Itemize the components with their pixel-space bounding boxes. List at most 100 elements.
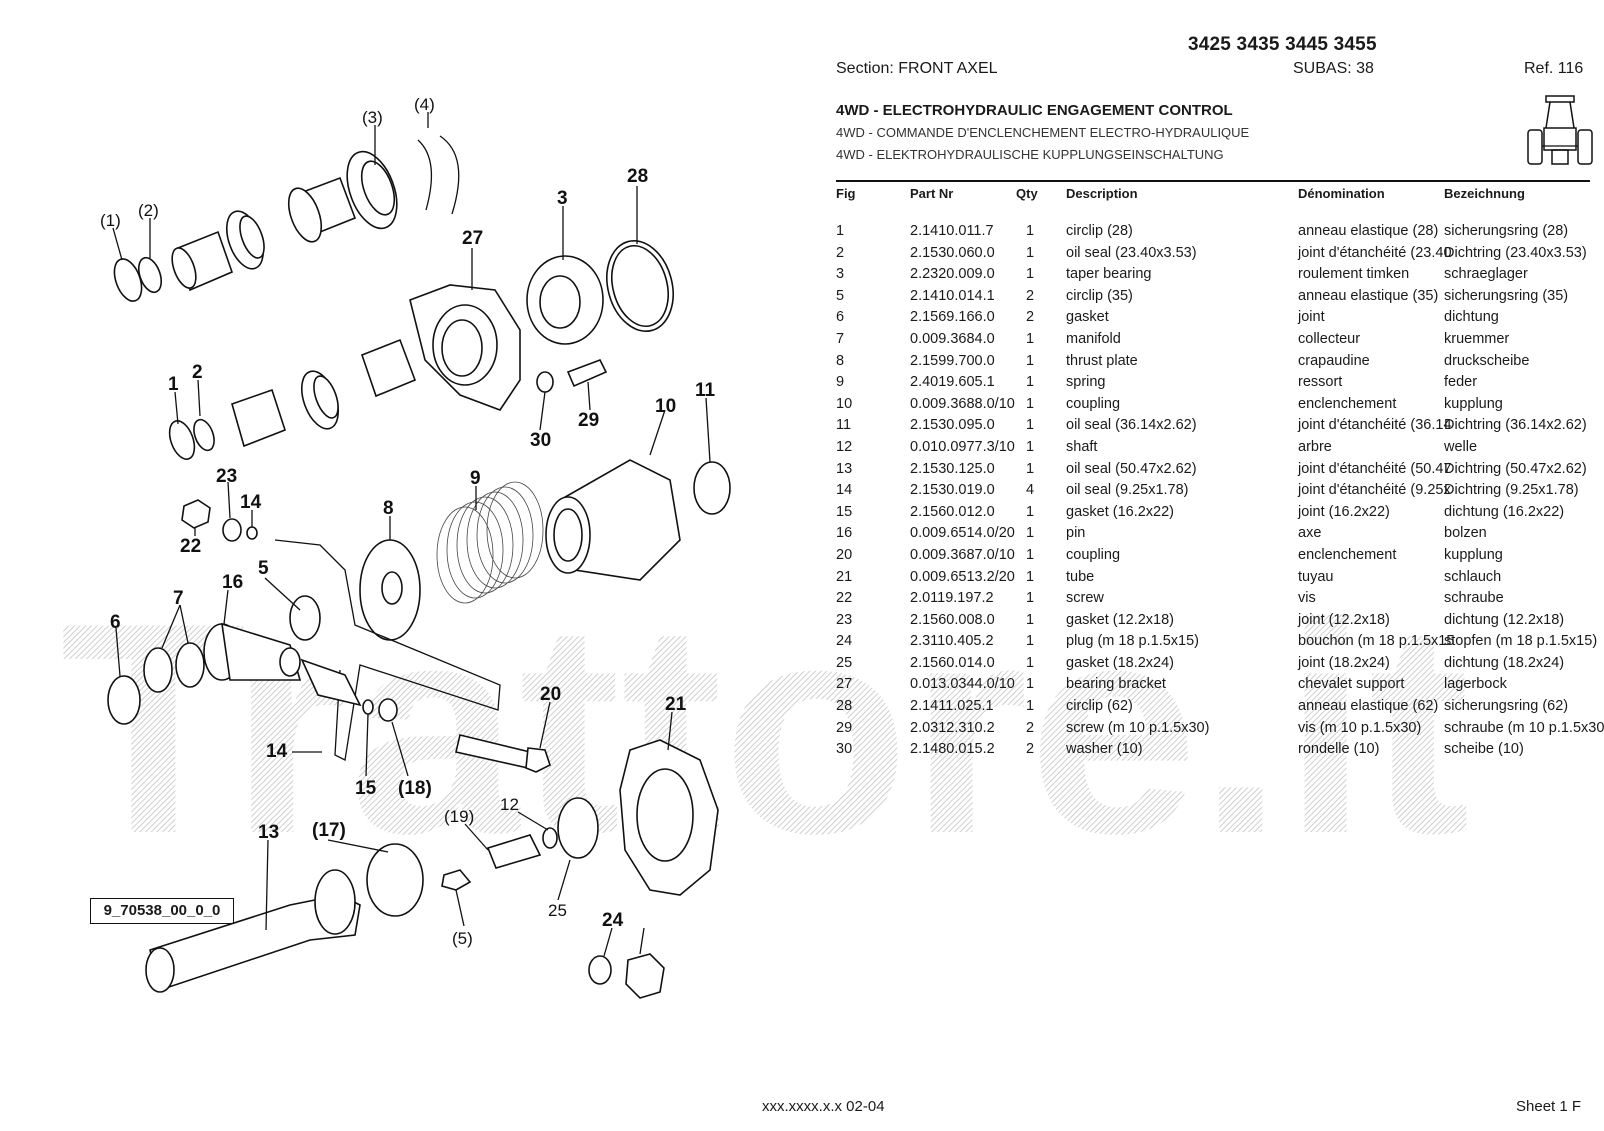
cell-description: oil seal (23.40x3.53) xyxy=(1066,244,1197,261)
cell-bezeichnung: scheibe (10) xyxy=(1444,741,1524,758)
cell-bezeichnung: schraube (m 10 p.1.5x30 xyxy=(1444,719,1604,736)
callout-label: 12 xyxy=(500,795,519,814)
cell-part: 2.1480.015.2 xyxy=(910,741,995,758)
cell-part: 0.010.0977.3/10 xyxy=(910,438,1015,455)
cell-bezeichnung: druckscheibe xyxy=(1444,352,1530,369)
cell-description: bearing bracket xyxy=(1066,676,1166,693)
cell-denomination: rondelle (10) xyxy=(1298,741,1380,758)
cell-fig: 28 xyxy=(836,698,853,715)
cell-denomination: axe xyxy=(1298,525,1322,542)
part-bearing-bracket-27 xyxy=(409,284,521,411)
title-french: 4WD - COMMANDE D'ENCLENCHEMENT ELECTRO-H… xyxy=(836,125,1250,140)
callout-label: (18) xyxy=(398,778,432,799)
cell-denomination: vis xyxy=(1298,590,1316,607)
cell-part: 0.009.3687.0/10 xyxy=(910,546,1015,563)
part-circlip-28 xyxy=(606,240,674,332)
cell-description: coupling xyxy=(1066,546,1121,563)
cell-qty: 1 xyxy=(1026,611,1035,628)
col-header-bezeichnung: Bezeichnung xyxy=(1444,186,1525,201)
cell-fig: 8 xyxy=(836,352,845,369)
leader-lines xyxy=(112,112,711,957)
callout-label: 10 xyxy=(655,396,676,417)
cell-qty: 2 xyxy=(1026,741,1035,758)
cell-bezeichnung: Dichtring (50.47x2.62) xyxy=(1444,460,1587,477)
part-screw-22-gaskets xyxy=(181,499,258,542)
callout-label: 29 xyxy=(578,410,599,431)
cell-bezeichnung: bolzen xyxy=(1444,525,1487,542)
cell-qty: 1 xyxy=(1026,266,1035,283)
cell-fig: 10 xyxy=(836,395,853,412)
cell-qty: 2 xyxy=(1026,309,1035,326)
part-tube-21 xyxy=(274,539,501,761)
part-middle-seals xyxy=(168,338,608,460)
callout-label: 2 xyxy=(192,362,203,383)
cell-qty: 1 xyxy=(1026,654,1035,671)
cell-part: 2.1560.012.0 xyxy=(910,503,995,520)
cell-qty: 1 xyxy=(1026,568,1035,585)
cell-part: 2.0312.310.2 xyxy=(910,719,995,736)
parts-table-header: Fig Part Nr Qty Description Dénomination… xyxy=(836,180,1590,212)
cell-denomination: joint xyxy=(1298,309,1325,326)
cell-description: screw (m 10 p.1.5x30) xyxy=(1066,719,1210,736)
callout-label: 11 xyxy=(695,380,716,401)
cell-description: circlip (35) xyxy=(1066,287,1133,304)
callout-label: 25 xyxy=(548,901,567,920)
callout-label: (5) xyxy=(452,929,473,948)
cell-qty: 1 xyxy=(1026,590,1035,607)
part-coupling-10 xyxy=(545,459,681,581)
cell-part: 2.1411.025.1 xyxy=(910,698,994,715)
part-thrust-plate-8 xyxy=(359,539,421,641)
cell-part: 2.1599.700.0 xyxy=(910,352,995,369)
cell-bezeichnung: dichtung xyxy=(1444,309,1499,326)
callout-label: 5 xyxy=(258,558,269,579)
cell-denomination: crapaudine xyxy=(1298,352,1370,369)
cell-part: 2.1560.014.0 xyxy=(910,654,995,671)
cell-fig: 23 xyxy=(836,611,853,628)
cell-fig: 30 xyxy=(836,741,853,758)
cell-bezeichnung: schraube xyxy=(1444,590,1504,607)
cell-part: 2.1530.095.0 xyxy=(910,417,995,434)
callout-label: 16 xyxy=(222,572,243,593)
cell-bezeichnung: kupplung xyxy=(1444,395,1503,412)
callout-label: 15 xyxy=(355,778,377,799)
cell-bezeichnung: dichtung (12.2x18) xyxy=(1444,611,1565,628)
cell-denomination: arbre xyxy=(1298,438,1332,455)
cell-description: oil seal (9.25x1.78) xyxy=(1066,482,1189,499)
cell-description: oil seal (36.14x2.62) xyxy=(1066,417,1197,434)
col-header-qty: Qty xyxy=(1016,186,1038,201)
ref-label: Ref. 116 xyxy=(1524,60,1584,77)
callout-label: 14 xyxy=(240,492,262,513)
callout-label: (3) xyxy=(362,108,383,127)
exploded-parts-diagram: (1) (2) (3) (4) 28 27 3 1 2 30 29 10 11 … xyxy=(100,95,731,999)
callout-label: (17) xyxy=(312,820,346,841)
cell-bezeichnung: dichtung (16.2x22) xyxy=(1444,503,1565,520)
cell-part: 2.3110.405.2 xyxy=(910,633,994,650)
cell-fig: 5 xyxy=(836,287,845,304)
cell-qty: 1 xyxy=(1026,698,1035,715)
cell-description: spring xyxy=(1066,374,1106,391)
cell-fig: 14 xyxy=(836,482,853,499)
cell-denomination: roulement timken xyxy=(1298,266,1410,283)
cell-part: 0.009.6513.2/20 xyxy=(910,568,1015,585)
cell-fig: 20 xyxy=(836,546,853,563)
tractor-icon xyxy=(1527,95,1593,165)
cell-bezeichnung: stopfen (m 18 p.1.5x15) xyxy=(1444,633,1598,650)
col-header-description: Description xyxy=(1066,186,1138,201)
footer-code: xxx.xxxx.x.x 02-04 xyxy=(762,1098,885,1115)
cell-qty: 1 xyxy=(1026,417,1035,434)
cell-denomination: bouchon (m 18 p.1.5x15 xyxy=(1298,633,1455,650)
cell-fig: 15 xyxy=(836,503,853,520)
cell-denomination: joint d'étanchéité (23.40 xyxy=(1298,244,1452,261)
part-gaskets-5-6 xyxy=(107,642,398,725)
cell-qty: 1 xyxy=(1026,546,1035,563)
part-coupling-20 xyxy=(619,739,719,896)
cell-bezeichnung: Dichtring (23.40x3.53) xyxy=(1444,244,1587,261)
